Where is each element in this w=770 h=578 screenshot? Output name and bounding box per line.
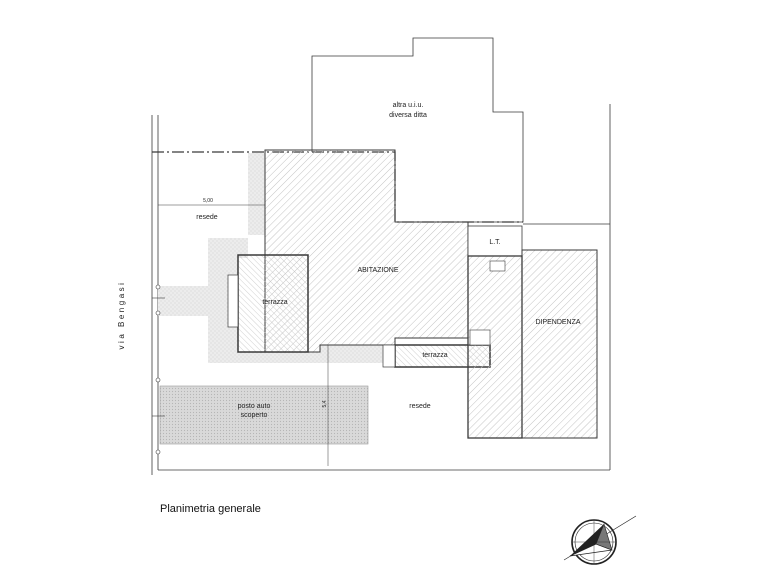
dim-label-top: 5,00 bbox=[203, 198, 213, 204]
other-unit-label-2: diversa ditta bbox=[389, 112, 427, 119]
resede-bottom-label: resede bbox=[409, 403, 431, 410]
terrazza-right-label: terrazza bbox=[422, 352, 447, 359]
parking-label-2: scoperto bbox=[241, 412, 268, 419]
lt-room bbox=[467, 225, 523, 257]
compass-rose-icon bbox=[563, 515, 637, 565]
plan-title: Planimetria generale bbox=[160, 503, 261, 515]
fence-posts bbox=[155, 284, 161, 455]
lt-label: L.T. bbox=[489, 239, 500, 246]
terrazza-left-label: terrazza bbox=[262, 299, 287, 306]
annex-step bbox=[469, 329, 491, 346]
other-unit-outline bbox=[311, 37, 524, 223]
annex-window bbox=[489, 260, 506, 272]
fence-ticks bbox=[152, 297, 165, 417]
other-unit-label-1: altra u.i.u. bbox=[393, 102, 424, 109]
resede-top-label: resede bbox=[196, 214, 218, 221]
parking-label-1: posto auto bbox=[238, 403, 271, 410]
paved-path bbox=[208, 153, 395, 363]
terrazza-left-step bbox=[227, 274, 239, 328]
annex-corridor bbox=[467, 255, 523, 439]
dipendenza-building bbox=[521, 249, 598, 439]
terrazza-right-step bbox=[382, 344, 396, 368]
entrance-path bbox=[158, 286, 222, 316]
dipendenza-label: DIPENDENZA bbox=[535, 319, 580, 326]
parking-area bbox=[159, 385, 369, 445]
abitazione-label: ABITAZIONE bbox=[357, 267, 398, 274]
road-label: via Bengasi bbox=[117, 281, 126, 350]
dim-label-vertical: 5,4 bbox=[322, 400, 328, 407]
